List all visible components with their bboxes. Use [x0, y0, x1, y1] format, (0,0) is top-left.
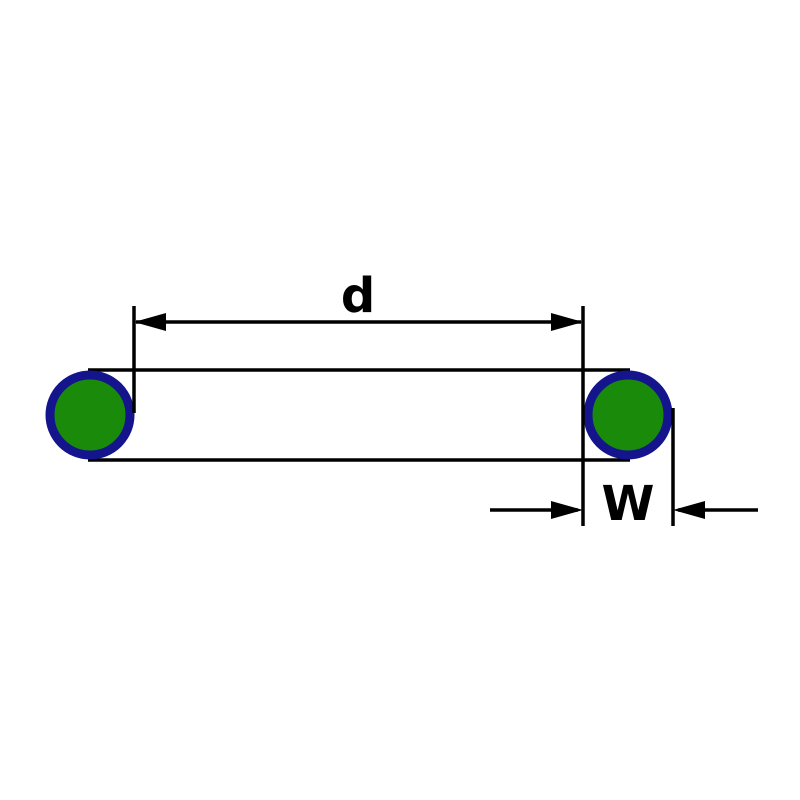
o-ring-cross-section-left	[45, 370, 135, 460]
o-ring-cross-sections	[45, 370, 673, 460]
dimension-lines	[132, 306, 758, 526]
d-arrowhead-left-icon	[134, 313, 166, 331]
w-dimension-arrows	[490, 501, 758, 519]
o-ring-profile	[88, 368, 630, 462]
d-dimension-label: d	[341, 268, 375, 324]
d-arrowhead-right-icon	[551, 313, 583, 331]
d-dimension-arrow	[134, 313, 583, 331]
w-dimension-label: W	[602, 476, 655, 532]
o-ring-cross-section-right	[583, 370, 673, 460]
w-arrowhead-right-icon	[673, 501, 705, 519]
w-arrowhead-left-icon	[551, 501, 583, 519]
